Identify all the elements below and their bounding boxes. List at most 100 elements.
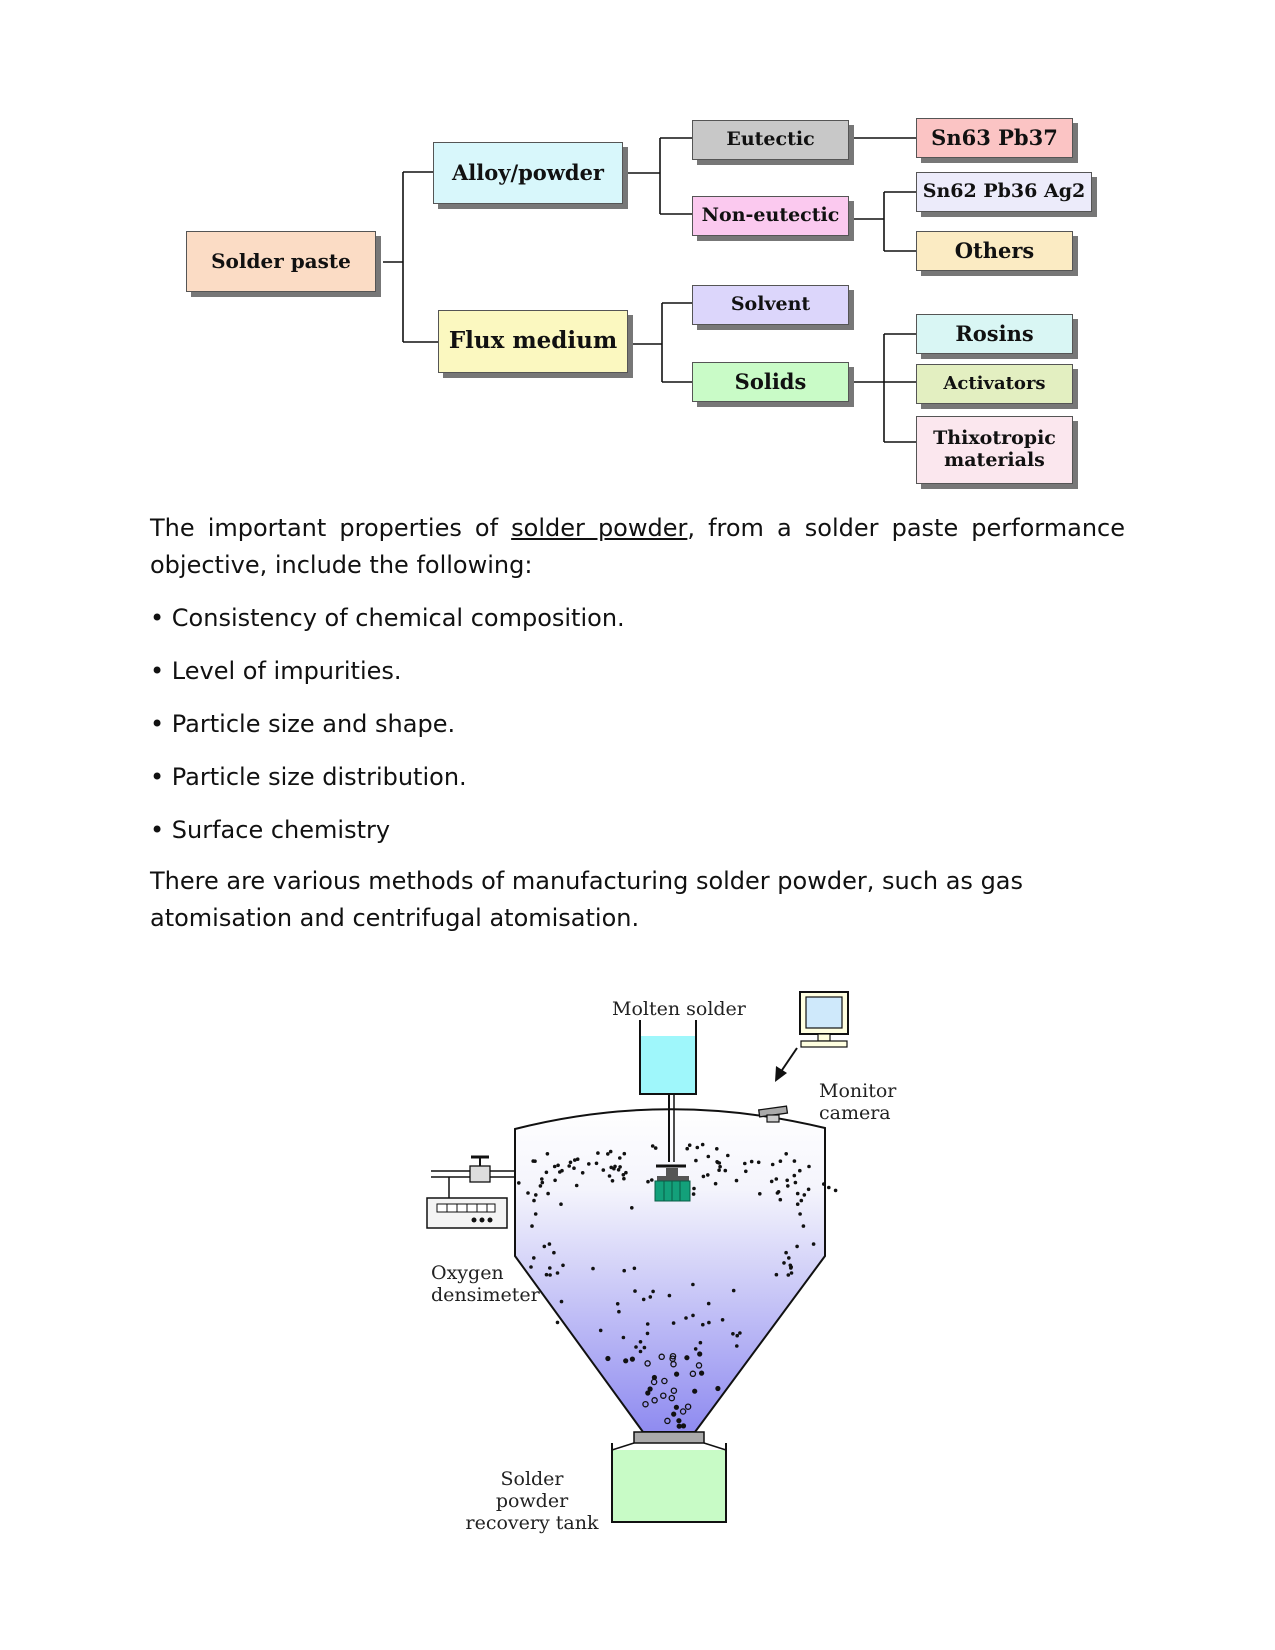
droplet — [591, 1266, 595, 1271]
droplet — [775, 1191, 780, 1195]
droplet — [684, 1355, 690, 1361]
droplet — [738, 1331, 742, 1335]
others-box: Others — [916, 231, 1073, 271]
droplet — [691, 1313, 695, 1318]
droplet — [715, 1385, 721, 1392]
droplet — [717, 1168, 721, 1172]
droplet — [660, 1392, 667, 1399]
droplet — [598, 1328, 603, 1333]
intro-text-after: , from a solder paste performance object… — [150, 514, 1125, 579]
droplet — [629, 1356, 636, 1362]
bullet-item: • Level of impurities. — [150, 657, 402, 685]
droplet — [798, 1168, 802, 1173]
monitor-camera-label: Monitor camera — [819, 1080, 896, 1124]
droplet — [540, 1177, 544, 1181]
droplet — [618, 1156, 622, 1160]
droplet — [534, 1193, 538, 1197]
droplet — [650, 1144, 655, 1148]
droplet — [546, 1191, 550, 1196]
droplet — [559, 1202, 563, 1206]
droplet — [642, 1345, 647, 1350]
droplet — [596, 1151, 600, 1155]
droplet — [651, 1374, 658, 1381]
droplet — [685, 1146, 689, 1151]
droplet — [774, 1272, 779, 1277]
droplet — [618, 1165, 622, 1169]
bullet-item: • Surface chemistry — [150, 816, 391, 844]
droplet — [664, 1417, 671, 1425]
droplet — [695, 1145, 700, 1150]
droplet — [792, 1173, 797, 1178]
droplet — [687, 1143, 692, 1147]
droplet — [653, 1146, 658, 1150]
droplet — [533, 1212, 538, 1216]
droplet — [561, 1263, 565, 1268]
droplet — [573, 1158, 577, 1162]
droplet — [668, 1394, 676, 1402]
droplet — [700, 1142, 705, 1147]
droplet — [670, 1387, 678, 1394]
droplet — [786, 1273, 791, 1277]
droplet — [548, 1266, 552, 1270]
droplet — [622, 1268, 626, 1273]
droplet — [658, 1353, 665, 1361]
solvent-box: Solvent — [692, 285, 849, 325]
solder-paste-composition-diagram: Solder paste Alloy/powder Flux medium Eu… — [0, 0, 1275, 500]
droplet — [697, 1351, 703, 1357]
gas-atomisation-diagram: Molten solder Monitor camera Oxygen dens… — [0, 980, 1275, 1540]
droplet — [645, 1322, 650, 1326]
droplet — [572, 1166, 576, 1170]
monitor-camera-label-line: camera — [819, 1102, 891, 1124]
camera-icon — [757, 1105, 789, 1123]
droplet — [517, 1181, 521, 1185]
droplet — [701, 1322, 705, 1327]
atomising-nozzle — [654, 1164, 691, 1202]
droplet — [552, 1164, 557, 1169]
droplet — [786, 1184, 790, 1188]
droplet — [802, 1193, 807, 1197]
droplet — [617, 1309, 621, 1314]
droplet — [833, 1188, 838, 1193]
droplet — [651, 1397, 658, 1404]
droplet — [529, 1265, 533, 1269]
droplet — [822, 1182, 826, 1186]
droplet — [784, 1152, 788, 1156]
droplet — [806, 1187, 811, 1192]
droplet — [607, 1174, 612, 1178]
droplet — [642, 1400, 649, 1408]
droplet — [735, 1333, 739, 1338]
oxygen-densimeter-label-line: densimeter — [431, 1284, 540, 1306]
droplet — [758, 1192, 762, 1196]
droplet — [784, 1250, 788, 1255]
solder-powder-link[interactable]: solder powder — [511, 514, 688, 542]
eutectic-box: Eutectic — [692, 120, 849, 160]
droplet — [650, 1378, 658, 1386]
droplet — [526, 1191, 530, 1195]
droplet — [694, 1158, 698, 1163]
droplet — [795, 1191, 800, 1196]
droplet — [731, 1288, 736, 1293]
droplet — [548, 1273, 552, 1277]
molten-solder-label: Molten solder — [612, 998, 746, 1020]
oxygen-densimeter-icon — [426, 1155, 515, 1229]
droplet — [621, 1335, 626, 1340]
droplet — [720, 1318, 725, 1322]
droplet — [787, 1256, 791, 1260]
bullet-item: • Particle size and shape. — [150, 710, 456, 738]
droplet — [632, 1266, 637, 1271]
droplet — [793, 1180, 798, 1185]
droplet — [723, 1168, 728, 1173]
droplet — [726, 1153, 730, 1158]
droplet — [671, 1411, 677, 1417]
droplet — [799, 1198, 804, 1203]
monitor-icon — [799, 991, 849, 1048]
droplet — [676, 1423, 682, 1429]
droplet — [731, 1332, 735, 1336]
droplet — [645, 1331, 650, 1336]
droplet — [792, 1159, 797, 1163]
droplet — [756, 1160, 761, 1165]
bullet-item: • Particle size distribution. — [150, 763, 467, 791]
droplet — [782, 1261, 786, 1265]
activators-box: Activators — [916, 364, 1073, 404]
droplet — [568, 1160, 573, 1165]
